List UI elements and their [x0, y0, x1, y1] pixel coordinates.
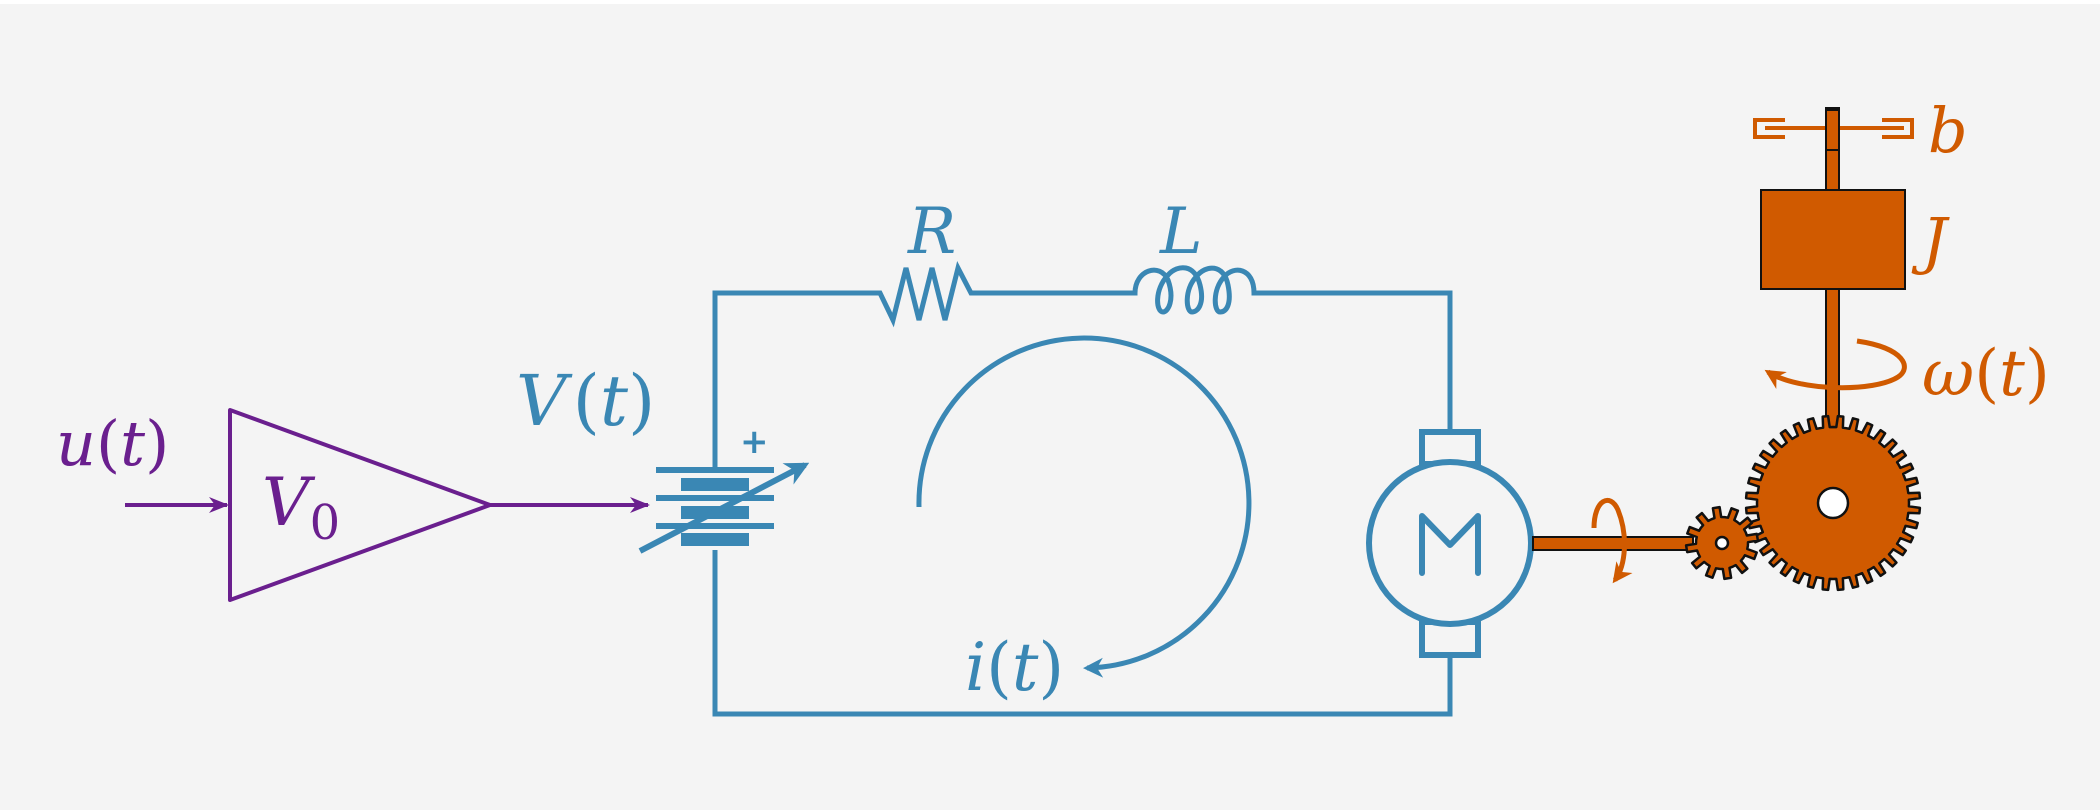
input-signal-label: u(t) — [56, 407, 169, 480]
amplifier-block: u(t) V0 — [56, 407, 650, 602]
current-label: i(t) — [965, 629, 1064, 706]
battery-plate-long-2 — [656, 495, 774, 501]
damping-label: b — [1928, 94, 1968, 167]
wire-right-top — [1260, 290, 1453, 432]
paren-close: ) — [1038, 629, 1064, 706]
source-voltage-var: V — [516, 360, 573, 442]
amplifier-gain-label: V0 — [262, 464, 340, 551]
gear-train — [1684, 414, 1922, 592]
inductor-symbol — [1105, 265, 1260, 315]
battery-plate-short-1 — [681, 478, 749, 491]
paren-open: ( — [986, 629, 1012, 706]
current-loop-arrow — [916, 335, 1252, 678]
angular-velocity-var: ω — [1922, 337, 1974, 411]
angular-velocity-label: ω(t) — [1922, 337, 2050, 411]
armature-circuit — [712, 260, 1453, 717]
paren-open: ( — [1974, 337, 1999, 411]
inertia-label: J — [1911, 204, 1950, 277]
motor-shaft — [1532, 536, 1694, 551]
gain-var: V — [262, 464, 316, 541]
input-signal-var: u — [56, 407, 96, 480]
paren-open: ( — [573, 360, 600, 442]
inductor-label: L — [1159, 195, 1203, 269]
source-voltage-arg: t — [600, 360, 629, 442]
spur-gear-hub-hole — [1816, 486, 1850, 520]
damper-right-cup — [1882, 118, 1914, 139]
angular-velocity-arg: t — [1999, 337, 2025, 411]
inertia-block — [1760, 189, 1906, 290]
paren-close: ) — [628, 360, 655, 442]
paren-open: ( — [96, 407, 120, 480]
current-arg: t — [1012, 629, 1039, 706]
variable-arrow — [638, 462, 810, 554]
damper-left-cup — [1753, 118, 1785, 139]
amplifier-triangle — [228, 408, 492, 602]
angular-velocity-arrow — [1764, 338, 1907, 391]
mechanical-load: b J ω(t) — [1532, 94, 2050, 592]
top-strip — [0, 0, 2100, 4]
shaft-rotation-arrow — [1591, 497, 1633, 584]
battery-polarity-label: + — [740, 422, 769, 462]
source-voltage-label: V(t) — [516, 360, 655, 442]
paren-close: ) — [145, 407, 169, 480]
battery-plate-short-3 — [681, 533, 749, 546]
pinion-gear-hub-hole — [1714, 535, 1730, 551]
gain-sub: 0 — [310, 495, 341, 551]
current-var: i — [965, 629, 986, 706]
rotary-damper — [1753, 109, 1914, 151]
damper-shaft-overlay — [1825, 109, 1840, 151]
battery-plate-long-3 — [656, 523, 774, 529]
resistor-label: R — [907, 195, 956, 269]
motor-m-glyph — [1419, 513, 1481, 576]
input-signal-arg: t — [120, 407, 145, 480]
variable-voltage-source: + — [638, 422, 810, 554]
wire-left-top — [712, 290, 860, 468]
paren-close: ) — [2025, 337, 2050, 411]
dc-motor — [1366, 429, 1534, 658]
battery-plate-long-1 — [656, 467, 774, 473]
wire-left-bottom — [712, 550, 1453, 717]
resistor-symbol — [860, 260, 1005, 328]
